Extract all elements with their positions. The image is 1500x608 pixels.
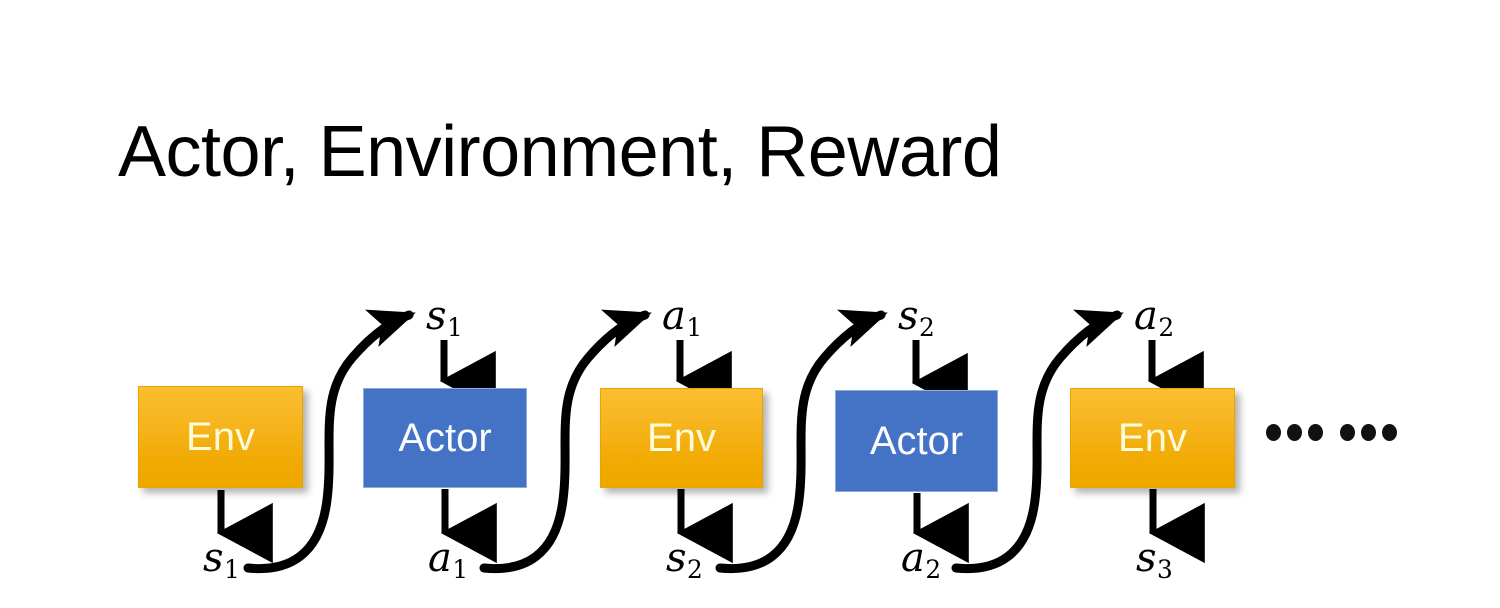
label-bottom-action-a1: a1 xyxy=(428,535,468,582)
symbol-subscript: 2 xyxy=(919,313,935,343)
down-arrows-into-boxes xyxy=(439,340,1204,414)
ellipsis-dot xyxy=(1266,424,1281,441)
symbol-subscript: 1 xyxy=(447,313,463,343)
page-title: Actor, Environment, Reward xyxy=(118,112,1002,192)
symbol-subscript: 1 xyxy=(452,555,469,585)
continuation-ellipsis xyxy=(1266,424,1397,441)
symbol-base: s xyxy=(898,293,919,339)
label-top-action-a1: a1 xyxy=(662,293,702,340)
symbol-subscript: 2 xyxy=(687,555,703,585)
ellipsis-dot xyxy=(1382,424,1397,441)
label-bottom-state-s2: s2 xyxy=(666,535,703,582)
ellipsis-dot xyxy=(1340,424,1355,441)
symbol-base: a xyxy=(428,535,452,581)
label-bottom-state-s1: s1 xyxy=(203,535,240,582)
symbol-subscript: 2 xyxy=(925,555,942,585)
label-top-action-a2: a2 xyxy=(1134,293,1174,340)
symbol-base: s xyxy=(666,535,687,581)
node-label: Actor xyxy=(869,419,964,463)
node-label: Env xyxy=(647,416,716,460)
ellipsis-dot xyxy=(1361,424,1376,441)
node-label: Env xyxy=(186,415,255,459)
symbol-subscript: 3 xyxy=(1157,555,1173,585)
label-top-state-s1: s1 xyxy=(426,293,463,340)
node-env-1[interactable]: Env xyxy=(138,386,303,488)
node-actor-1[interactable]: Actor xyxy=(363,388,527,488)
symbol-base: s xyxy=(1136,535,1157,581)
label-bottom-action-a2: a2 xyxy=(901,535,941,582)
symbol-subscript: 1 xyxy=(686,313,703,343)
label-bottom-state-s3: s3 xyxy=(1136,535,1173,582)
symbol-base: s xyxy=(426,293,447,339)
symbol-subscript: 2 xyxy=(1158,313,1175,343)
down-arrows-out-of-boxes xyxy=(216,489,1205,564)
symbol-base: a xyxy=(901,535,925,581)
node-label: Env xyxy=(1118,416,1187,460)
symbol-base: a xyxy=(662,293,686,339)
node-label: Actor xyxy=(398,416,492,460)
symbol-base: s xyxy=(203,535,224,581)
symbol-subscript: 1 xyxy=(224,555,240,585)
node-env-3[interactable]: Env xyxy=(1070,388,1235,488)
node-env-2[interactable]: Env xyxy=(600,388,763,488)
symbol-base: a xyxy=(1134,293,1158,339)
label-top-state-s2: s2 xyxy=(898,293,935,340)
ellipsis-dot xyxy=(1308,424,1323,441)
ellipsis-dot xyxy=(1287,424,1302,441)
node-actor-2[interactable]: Actor xyxy=(835,390,998,492)
